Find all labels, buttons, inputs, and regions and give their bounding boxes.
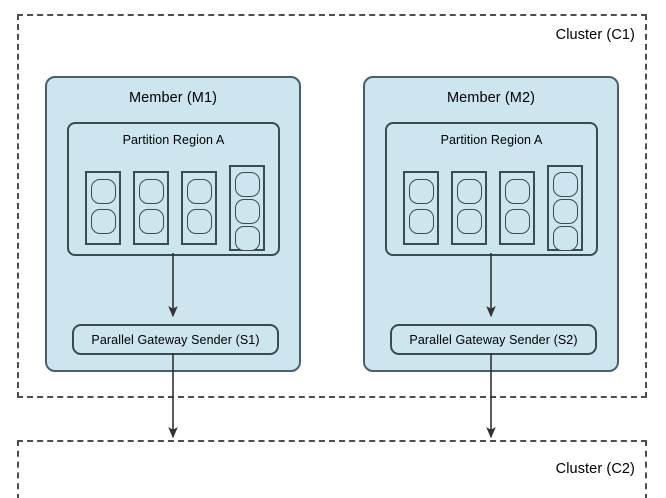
bucket[interactable]: [181, 171, 217, 245]
bucket-entry: [552, 199, 578, 224]
bucket-entry: [552, 172, 578, 197]
bucket-entry: [138, 179, 164, 204]
cluster-c1: Cluster (C1): [17, 14, 647, 398]
bucket[interactable]: [133, 171, 169, 245]
gateway-sender-s1[interactable]: Parallel Gateway Sender (S1): [72, 324, 279, 355]
cluster-c2: Cluster (C2): [17, 440, 647, 498]
bucket-entry: [90, 179, 116, 204]
bucket-entry: [234, 199, 260, 224]
bucket-entry: [504, 179, 530, 204]
partition-region-a-m2[interactable]: Partition Region A: [385, 122, 598, 256]
bucket-entry: [186, 179, 212, 204]
gateway-sender-s2-label: Parallel Gateway Sender (S2): [409, 332, 578, 347]
member-m1-title: Member (M1): [128, 90, 218, 106]
bucket[interactable]: [229, 165, 265, 251]
bucket-entry: [408, 179, 434, 204]
bucket-entry: [456, 209, 482, 234]
bucket-entry: [234, 172, 260, 197]
bucket-entry: [90, 209, 116, 234]
bucket-entry: [186, 209, 212, 234]
bucket[interactable]: [547, 165, 583, 251]
bucket-row-m2: [403, 164, 585, 252]
bucket-entry: [408, 209, 434, 234]
bucket-entry: [234, 226, 260, 251]
bucket-entry: [552, 226, 578, 251]
member-m2[interactable]: Member (M2) Partition Region A: [363, 76, 619, 372]
bucket[interactable]: [403, 171, 439, 245]
partition-region-a-m2-title: Partition Region A: [440, 133, 543, 147]
member-m1[interactable]: Member (M1) Partition Region A: [45, 76, 301, 372]
bucket[interactable]: [451, 171, 487, 245]
gateway-sender-s1-label: Parallel Gateway Sender (S1): [91, 332, 260, 347]
cluster-c2-label: Cluster (C2): [555, 461, 635, 477]
partition-region-a-m1[interactable]: Partition Region A: [67, 122, 280, 256]
bucket-entry: [138, 209, 164, 234]
bucket-entry: [456, 179, 482, 204]
gateway-sender-s2[interactable]: Parallel Gateway Sender (S2): [390, 324, 597, 355]
cluster-c1-label: Cluster (C1): [555, 27, 635, 43]
partition-region-a-m1-title: Partition Region A: [122, 133, 225, 147]
member-m2-title: Member (M2): [446, 90, 536, 106]
bucket[interactable]: [85, 171, 121, 245]
bucket[interactable]: [499, 171, 535, 245]
bucket-entry: [504, 209, 530, 234]
bucket-row-m1: [85, 164, 267, 252]
